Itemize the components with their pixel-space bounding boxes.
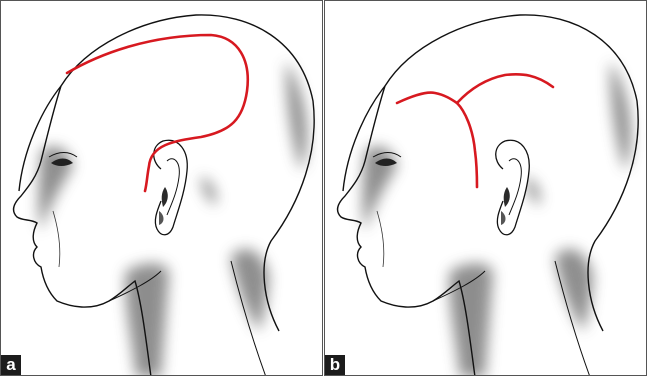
nasolabial-fold bbox=[377, 211, 384, 267]
head-shading bbox=[363, 61, 631, 376]
head-illustration-b bbox=[325, 1, 647, 376]
nasolabial-fold bbox=[53, 211, 60, 267]
ear bbox=[154, 140, 188, 234]
panel-b: b bbox=[324, 0, 647, 376]
incision-line-a bbox=[67, 35, 248, 191]
panel-label-a: a bbox=[1, 355, 21, 375]
panel-a: a bbox=[0, 0, 323, 376]
panel-label-b: b bbox=[325, 355, 345, 375]
ear bbox=[496, 140, 530, 234]
head-illustration-a bbox=[1, 1, 323, 376]
